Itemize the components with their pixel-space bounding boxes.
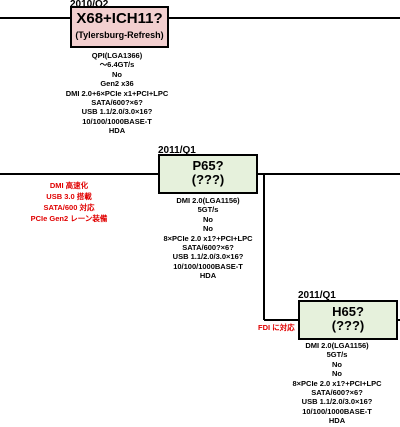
p65-chipset-name: P65? <box>192 158 224 173</box>
spec-line: USB 1.1/2.0/3.0×16? <box>172 252 244 262</box>
spec-line: HDA <box>328 416 346 426</box>
h65-change-label: FDI に対応 <box>258 323 295 332</box>
spec-line: QPI(LGA1366) <box>91 51 143 60</box>
spec-line: 5GT/s <box>326 350 348 360</box>
p65-change-item: USB 3.0 搭載 <box>46 192 92 201</box>
spec-line: 〜6.4GT/s <box>99 60 135 70</box>
spec-line: No <box>203 214 213 224</box>
spec-line: Gen2 x36 <box>100 79 134 89</box>
p65-release-date: 2011/Q1 <box>158 145 196 156</box>
h65-spec-list: DMI 2.0(LGA1156) 5GT/s No No 8×PCIe 2.0 … <box>274 341 400 426</box>
spec-line: 8×PCIe 2.0 x1?+PCI+LPC <box>163 233 253 243</box>
spec-line: No <box>332 359 342 369</box>
spec-line: 8×PCIe 2.0 x1?+PCI+LPC <box>292 378 382 388</box>
spec-line: USB 1.1/2.0/3.0×16? <box>301 397 373 407</box>
h65-release-date: 2011/Q1 <box>298 290 336 301</box>
spec-line: HDA <box>108 126 126 136</box>
x68-chipset-name: X68+ICH11? <box>76 10 163 27</box>
spec-line: DMI 2.0(LGA1156) <box>176 196 240 205</box>
spec-line: SATA/600?×6? <box>91 98 143 108</box>
x68-chipset-box: X68+ICH11? (Tylersburg-Refresh) <box>70 6 169 48</box>
x68-release-date: 2010/Q2 <box>70 0 109 10</box>
p65-spec-list: DMI 2.0(LGA1156) 5GT/s No No 8×PCIe 2.0 … <box>135 196 281 281</box>
p65-change-item: PCIe Gen2 レーン装備 <box>30 214 108 223</box>
spec-line: USB 1.1/2.0/3.0×16? <box>81 107 153 117</box>
h65-chipset-name: H65? <box>332 304 364 319</box>
spec-line: DMI 2.0(LGA1156) <box>305 341 369 350</box>
spec-line: DMI 2.0+6×PCIe x1+PCI+LPC <box>65 88 169 98</box>
spec-line: No <box>203 224 213 234</box>
p65-chipset-codename: (???) <box>191 172 225 188</box>
spec-line: SATA/600?×6? <box>182 243 234 253</box>
p65-chipset-box: P65? (???) <box>158 154 258 194</box>
h65-chipset-codename: (???) <box>331 318 365 334</box>
spec-line: 10/100/1000BASE-T <box>173 261 243 271</box>
h65-chipset-box: H65? (???) <box>298 300 398 340</box>
spec-line: 5GT/s <box>197 205 219 215</box>
spec-line: No <box>112 69 122 79</box>
p65-change-list: DMI 高速化 USB 3.0 搭載 SATA/600 対応 PCIe Gen2… <box>18 180 120 224</box>
spec-line: SATA/600?×6? <box>311 388 363 398</box>
p65-change-item: SATA/600 対応 <box>43 203 95 212</box>
spec-line: 10/100/1000BASE-T <box>82 116 152 126</box>
spec-line: HDA <box>199 271 217 281</box>
x68-chipset-codename: (Tylersburg-Refresh) <box>75 29 164 40</box>
x68-spec-list: QPI(LGA1366) 〜6.4GT/s No Gen2 x36 DMI 2.… <box>42 51 192 136</box>
p65-change-item: DMI 高速化 <box>49 181 89 190</box>
spec-line: No <box>332 369 342 379</box>
spec-line: 10/100/1000BASE-T <box>302 406 372 416</box>
